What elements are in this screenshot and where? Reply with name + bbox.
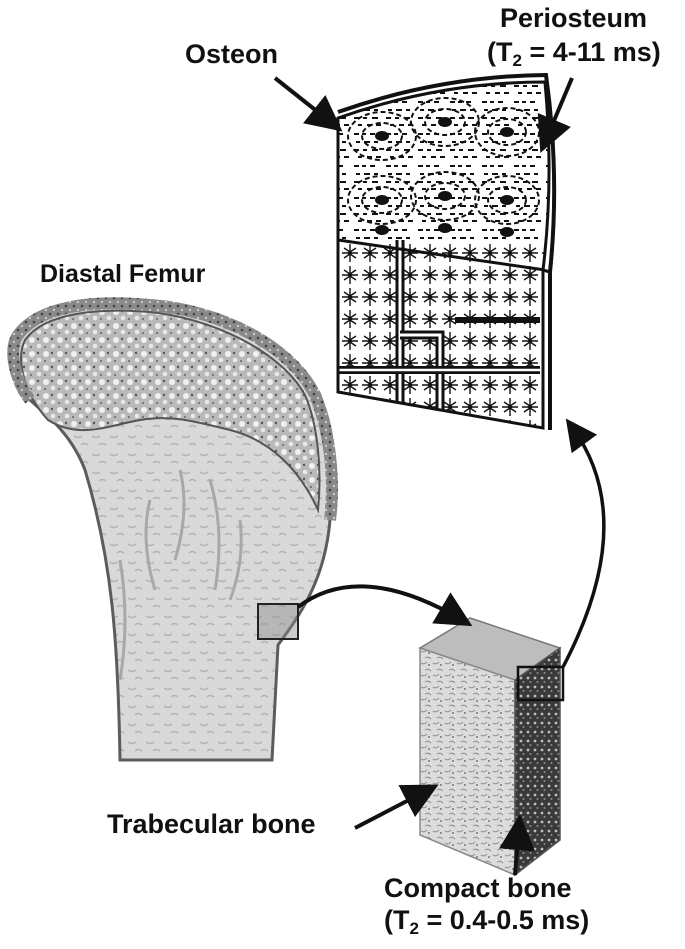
trabecular-bone-label: Trabecular bone — [107, 809, 316, 839]
osteon-layer — [338, 82, 550, 240]
arrow-periosteum — [537, 77, 574, 154]
compact-t2-label: (T2 = 0.4-0.5 ms) — [384, 905, 590, 938]
arrow-femur-to-cube — [296, 584, 473, 627]
distal-femur-illustration — [7, 297, 338, 762]
volkmann-canals — [338, 240, 540, 420]
osteon-rings — [347, 97, 540, 225]
cube-sample-box — [516, 665, 565, 702]
arrow-cube-to-block — [561, 418, 606, 668]
connector-arrows — [273, 76, 606, 876]
femur-cortex-rim — [7, 297, 338, 521]
cube-side-face — [514, 646, 561, 877]
bone-cube-sample — [418, 617, 565, 877]
compact-bone-label: Compact bone — [384, 873, 572, 903]
haversian-canals — [375, 117, 514, 237]
cube-front-face — [419, 646, 516, 877]
femur-sample-box — [257, 603, 299, 640]
femur-inner-texture — [118, 469, 243, 681]
femur-condyle-spongy — [20, 309, 321, 514]
arrow-trabecular — [354, 784, 439, 830]
arrow-compact — [499, 814, 535, 876]
periosteum-layer — [337, 72, 557, 430]
periosteum-t2-label: (T2 = 4-11 ms) — [487, 37, 661, 70]
osteon-label: Osteon — [185, 39, 279, 69]
femur-title: Diastal Femur — [40, 260, 206, 288]
cortical-bone-block — [336, 72, 557, 430]
periosteum-label: Periosteum — [500, 3, 648, 33]
arrow-osteon — [273, 76, 343, 132]
